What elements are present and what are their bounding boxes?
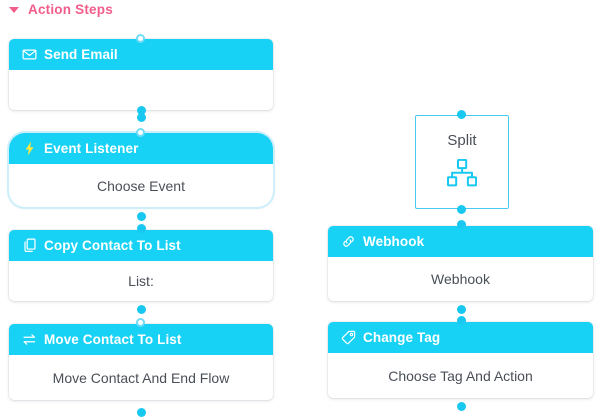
node-send-email-body[interactable] — [9, 70, 273, 110]
connector-dot-bottom-change-tag[interactable] — [457, 402, 466, 411]
connector-dot-bottom-move-contact[interactable] — [137, 408, 146, 417]
caret-down-icon[interactable] — [9, 6, 19, 13]
node-move-contact-to-list-body[interactable]: Move Contact And End Flow — [52, 369, 230, 386]
connector-dot-top-move-contact[interactable] — [136, 318, 145, 327]
connector-dot-top-change-tag[interactable] — [457, 316, 466, 325]
node-move-contact-to-list-header[interactable]: Move Contact To List — [9, 324, 273, 355]
node-webhook-body[interactable]: Webhook — [431, 271, 490, 287]
tag-icon — [341, 330, 356, 345]
connector-dot-bottom-split[interactable] — [457, 205, 466, 214]
node-copy-contact-to-list[interactable]: Copy Contact To List List: — [9, 230, 273, 301]
node-copy-contact-to-list-header[interactable]: Copy Contact To List — [9, 230, 273, 261]
connector-dot-bottom-copy-contact[interactable] — [137, 305, 146, 314]
envelope-icon — [22, 47, 37, 62]
node-webhook-header[interactable]: Webhook — [328, 226, 593, 257]
section-title: Action Steps — [28, 1, 113, 17]
node-event-listener-title: Event Listener — [44, 141, 139, 156]
node-copy-contact-to-list-title: Copy Contact To List — [44, 238, 181, 253]
connector-dot-bottom-event-listener[interactable] — [137, 212, 146, 221]
connector-dot-top-split[interactable] — [457, 110, 466, 119]
node-change-tag-title: Change Tag — [363, 330, 441, 345]
node-move-contact-to-list-title: Move Contact To List — [44, 332, 182, 347]
node-copy-contact-to-list-body[interactable]: List: — [128, 273, 154, 289]
connector-dot-bottom-webhook[interactable] — [457, 305, 466, 314]
node-send-email-header[interactable]: Send Email — [9, 39, 273, 70]
connector-dot-top-event-listener[interactable] — [136, 128, 145, 137]
node-split-label: Split — [447, 132, 477, 149]
sitemap-icon — [447, 158, 478, 192]
node-send-email[interactable]: Send Email — [9, 39, 273, 110]
node-split[interactable]: Split — [415, 115, 509, 209]
copy-icon — [22, 238, 37, 253]
action-steps-header[interactable]: Action Steps — [9, 0, 113, 18]
link-chain-icon — [341, 234, 356, 249]
connector-dot-bottom-send-email[interactable] — [137, 106, 146, 115]
exchange-arrows-icon — [22, 332, 37, 347]
connector-dot-top-webhook[interactable] — [457, 220, 466, 229]
node-move-contact-to-list[interactable]: Move Contact To List Move Contact And En… — [9, 324, 273, 400]
node-event-listener-header[interactable]: Event Listener — [9, 133, 273, 164]
node-event-listener-body[interactable]: Choose Event — [97, 177, 185, 194]
connector-dot-top-copy-contact[interactable] — [137, 224, 146, 233]
node-change-tag[interactable]: Change Tag Choose Tag And Action — [328, 322, 593, 398]
lightning-bolt-icon — [22, 141, 37, 156]
node-webhook-title: Webhook — [363, 234, 425, 249]
node-event-listener[interactable]: Event Listener Choose Event — [9, 133, 273, 207]
node-send-email-title: Send Email — [44, 47, 118, 62]
connector-dot-upper-event-listener[interactable] — [137, 113, 146, 122]
connector-dot-top-send-email[interactable] — [136, 34, 145, 43]
node-webhook[interactable]: Webhook Webhook — [328, 226, 593, 301]
node-change-tag-header[interactable]: Change Tag — [328, 322, 593, 353]
node-change-tag-body[interactable]: Choose Tag And Action — [388, 367, 533, 384]
